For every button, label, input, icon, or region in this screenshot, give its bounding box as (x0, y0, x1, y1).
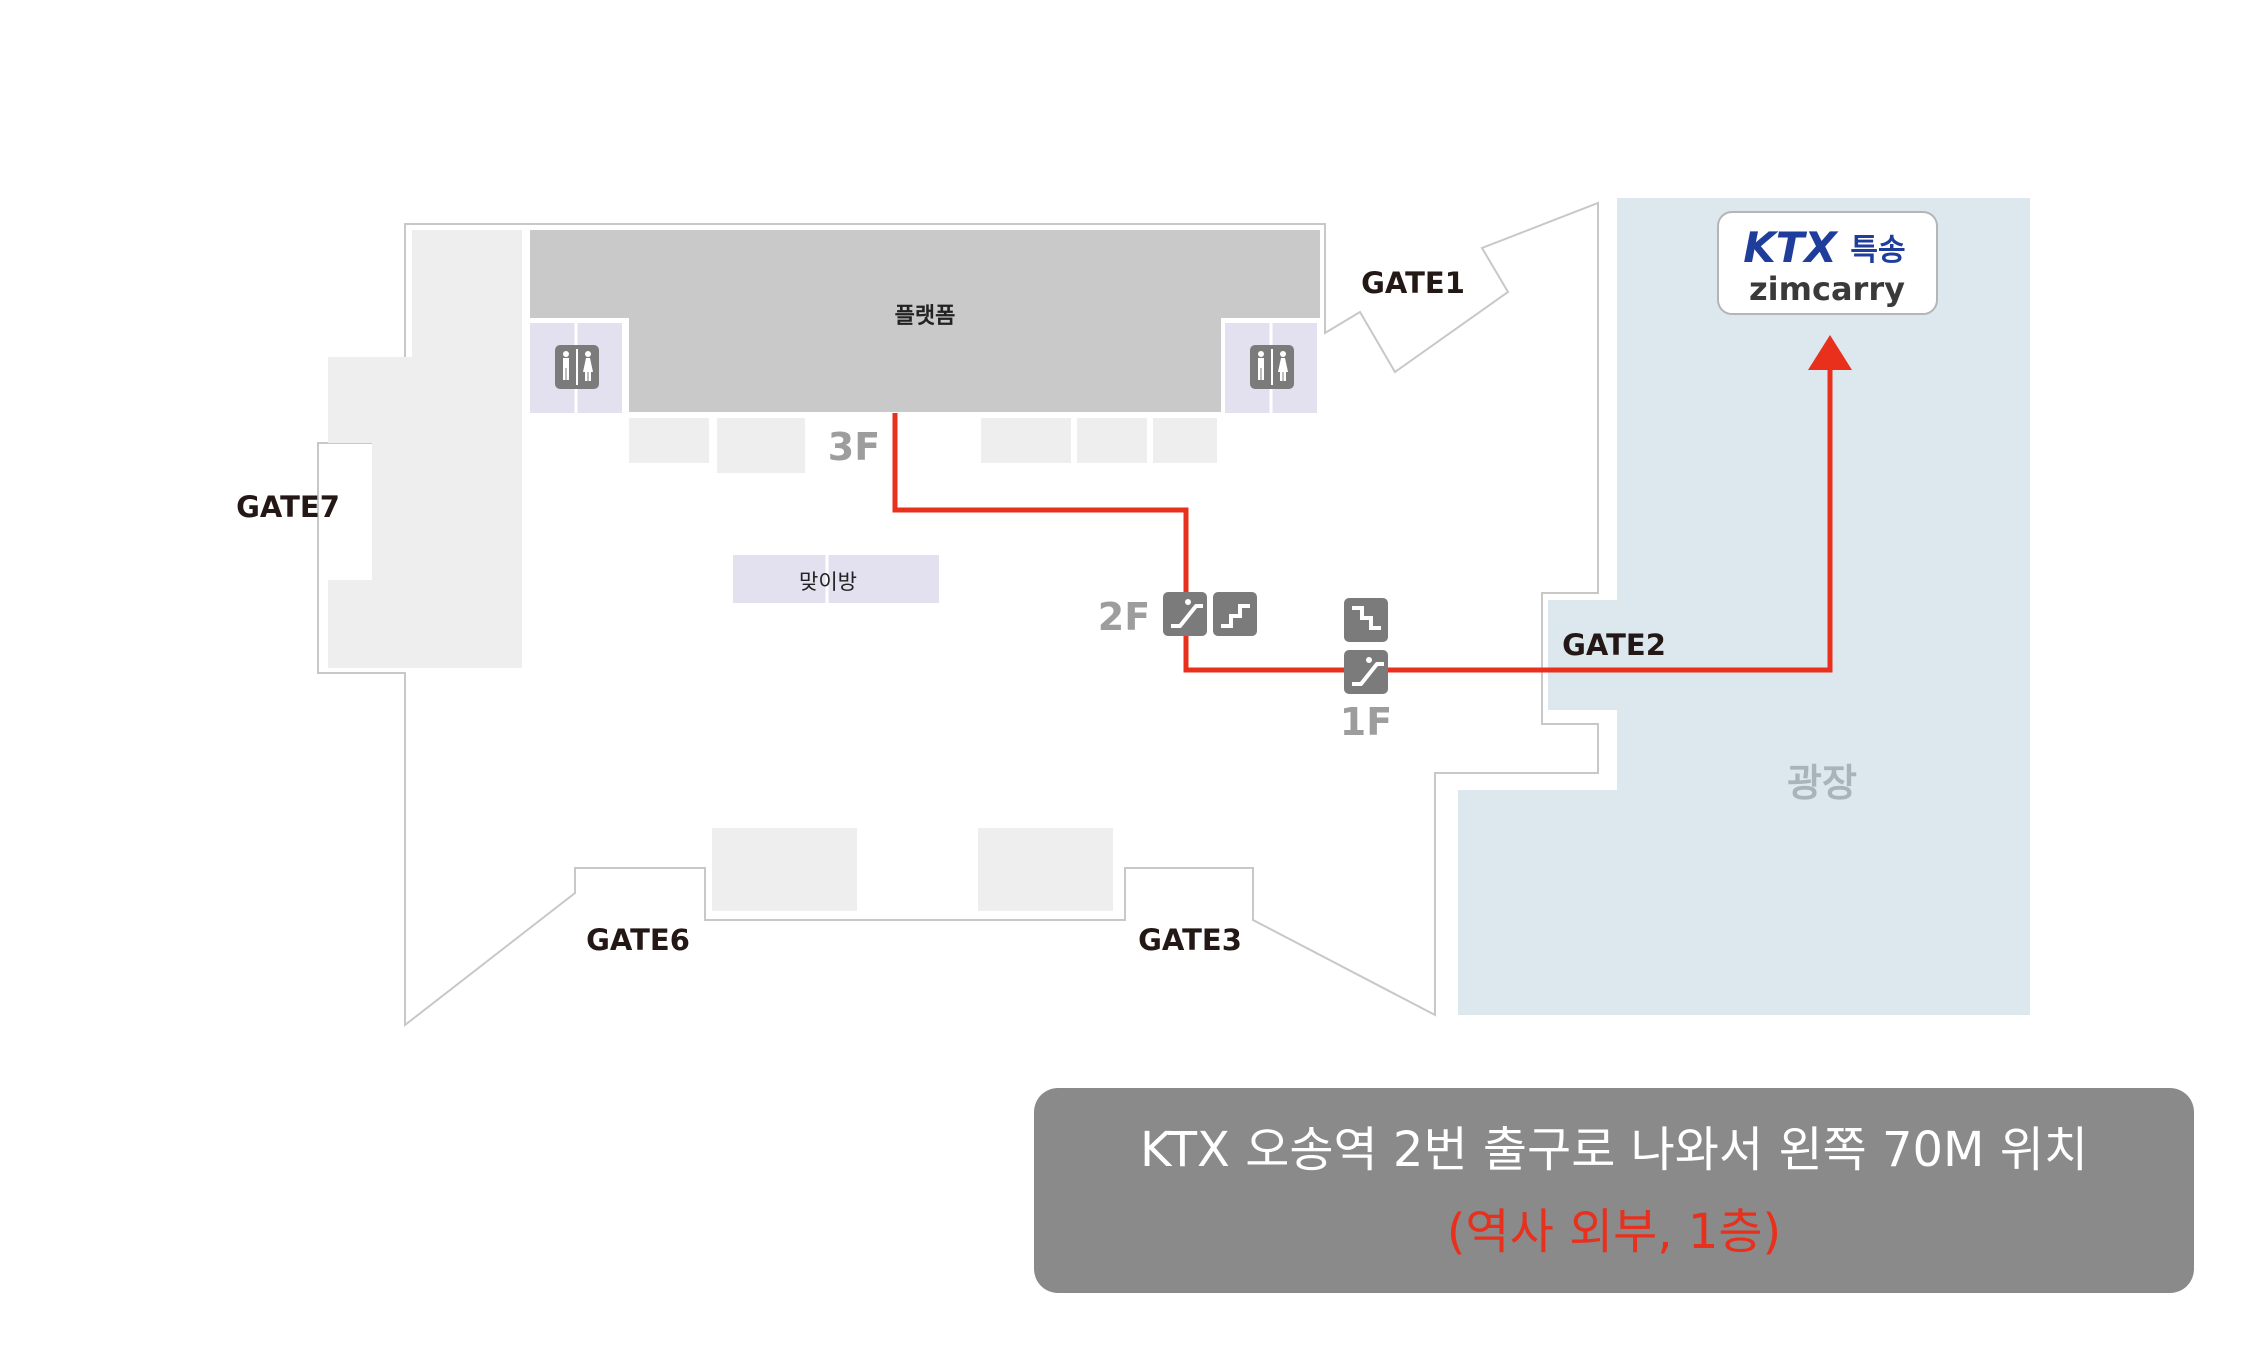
waiting-room-label: 맞이방 (799, 570, 857, 594)
platform-area-lower (629, 318, 1221, 412)
gate6-label: GATE6 (586, 923, 690, 957)
location-info-box: KTX 오송역 2번 출구로 나와서 왼쪽 70M 위치 (역사 외부, 1층) (1034, 1088, 2194, 1293)
room-block (981, 418, 1071, 463)
gate2-label: GATE2 (1562, 628, 1666, 662)
escalator-icon (1344, 650, 1388, 694)
ktx-sub-text: 특송 (1850, 233, 1905, 268)
room-block (1153, 418, 1217, 463)
floor-1f-label: 1F (1340, 700, 1392, 744)
escalator-icon (1163, 592, 1207, 636)
route-line (892, 370, 1833, 673)
room-block (629, 418, 709, 463)
gate3-label: GATE3 (1138, 923, 1242, 957)
gate2-recess (1548, 600, 1617, 710)
gate7-label: GATE7 (236, 490, 340, 524)
route-arrow-icon (1808, 335, 1852, 370)
gate1-label: GATE1 (1361, 266, 1465, 300)
ktx-zimcarry-logo: KTX 특송 zimcarry (1717, 211, 1938, 315)
zimcarry-logo-text: zimcarry (1749, 270, 1905, 308)
plaza-area (1458, 198, 2030, 1015)
location-description: KTX 오송역 2번 출구로 나와서 왼쪽 70M 위치 (1139, 1122, 2089, 1178)
waiting-room (733, 555, 939, 603)
floor-2f-label: 2F (1098, 595, 1150, 639)
platform-area (530, 230, 1320, 318)
left-corridor (328, 230, 522, 668)
room-block (978, 828, 1113, 911)
room-block (1077, 418, 1147, 463)
ktx-logo-text: KTX (1743, 223, 1839, 272)
restroom-icon (555, 345, 599, 389)
location-detail: (역사 외부, 1층) (1446, 1204, 1782, 1260)
room-block (712, 828, 857, 911)
plaza-label: 광장 (1787, 761, 1857, 805)
platform-label: 플랫폼 (895, 304, 956, 329)
floor-3f-label: 3F (828, 425, 880, 469)
stairs-icon (1213, 592, 1257, 636)
stairs-icon (1344, 598, 1388, 642)
room-block (717, 418, 805, 473)
restroom-icon (1250, 345, 1294, 389)
